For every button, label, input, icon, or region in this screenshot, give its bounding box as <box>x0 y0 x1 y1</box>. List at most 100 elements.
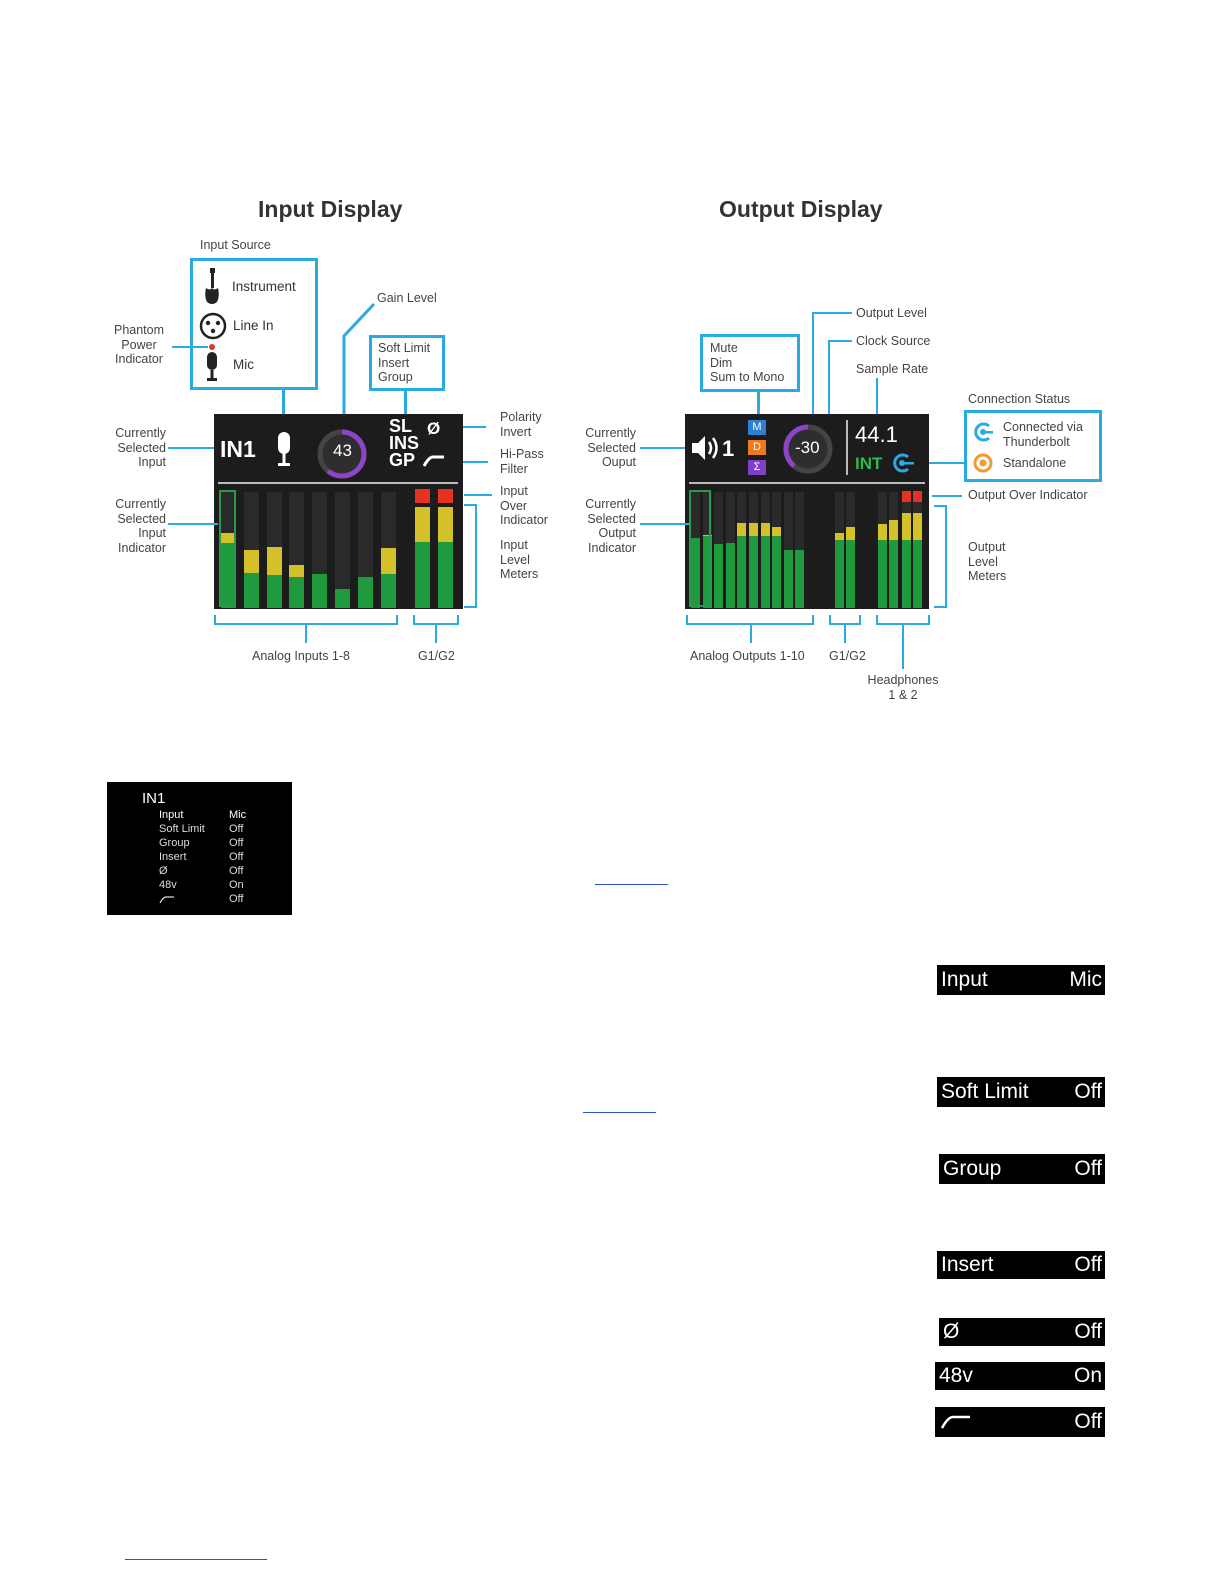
selected-input-label: Currently Selected Input <box>115 426 166 469</box>
output-over-label: Output Over Indicator <box>968 488 1088 502</box>
input-meter-level <box>266 574 282 608</box>
input-over-indicator <box>438 489 453 503</box>
output-level-value: -30 <box>795 438 820 457</box>
selected-output-outline <box>689 490 711 607</box>
phantom-power-label: Phantom Power Indicator <box>113 323 165 366</box>
menu-row-value: Mic <box>229 809 247 821</box>
output-meter-level <box>772 536 782 608</box>
connection-status-label: Connection Status <box>968 392 1071 406</box>
xlr-icon <box>199 312 227 340</box>
output-meter-level <box>725 543 735 608</box>
menu-row-value: Off <box>229 893 244 905</box>
analog-bracket-stem <box>305 623 307 643</box>
polarity-connector <box>446 426 486 428</box>
output-meter-peak <box>749 523 758 536</box>
headphone-meter-peak <box>913 512 922 540</box>
analog-bracket-r <box>396 615 398 625</box>
input-meter-level <box>380 574 396 608</box>
output-over-indicator <box>902 491 911 502</box>
mute-box <box>700 334 800 392</box>
g1g2-output-label: G1/G2 <box>829 649 866 663</box>
speaker-icon <box>692 436 718 460</box>
link-underline-2[interactable] <box>583 1112 656 1113</box>
analog-inputs-label: Analog Inputs 1-8 <box>252 649 350 663</box>
mute-dim-sum-labels: Mute Dim Sum to Mono <box>710 341 785 384</box>
output-meter-level <box>783 550 793 608</box>
g-bracket-r <box>457 615 459 625</box>
output-meter-level <box>714 544 724 608</box>
dim-badge: D <box>748 440 766 455</box>
sample-rate-value: 44.1 <box>855 422 898 447</box>
output-meter-peak <box>772 526 782 536</box>
input-meter-peak <box>266 546 282 575</box>
headphone-meter-level <box>902 540 911 608</box>
link-underline-1[interactable] <box>595 884 668 885</box>
output-over-indicator <box>913 491 922 502</box>
group-meter-peak <box>415 507 430 542</box>
gain-knob <box>317 429 367 479</box>
polarity-label: Polarity Invert <box>500 410 542 439</box>
menu-title: IN1 <box>142 790 166 807</box>
selected-output-indicator-connector <box>640 523 690 525</box>
output-meter-level <box>702 536 712 608</box>
output-level-h <box>812 312 852 314</box>
headphone-meter-peak <box>902 512 911 540</box>
analog-out-bracket-l <box>686 615 688 625</box>
source-mic-label: Mic <box>233 357 254 372</box>
input-meter-level <box>243 572 259 608</box>
input-meter-level <box>289 577 305 608</box>
input-source-title: Input Source <box>200 238 271 252</box>
headphone-meter-level <box>878 540 887 608</box>
output-meter-level <box>795 550 805 608</box>
mic-icon <box>207 352 217 381</box>
polarity-symbol: Ø <box>427 419 441 438</box>
input-screen: IN1 43 SL INS GP Ø <box>214 414 463 609</box>
output-bracket-bottom <box>934 606 946 608</box>
source-instrument-label: Instrument <box>232 279 296 294</box>
bar-hipass: Off <box>935 1407 1105 1437</box>
modes-connector <box>404 389 407 417</box>
menu-row-value: Off <box>229 865 244 877</box>
output-level-knob <box>783 424 833 474</box>
hipass-icon <box>423 455 444 467</box>
selected-output-connector <box>640 447 686 449</box>
mute-badge: M <box>748 420 766 435</box>
output-meter-peak <box>702 534 712 536</box>
meters-bracket-side <box>475 504 477 608</box>
clock-v <box>828 340 830 418</box>
g1g2-input-label: G1/G2 <box>418 649 455 663</box>
output-channel: 1 <box>722 436 735 461</box>
output-meter-level <box>749 536 758 608</box>
analog-out-bracket-r <box>812 615 814 625</box>
output-display-heading: Output Display <box>719 196 883 222</box>
gain-value: 43 <box>333 441 352 460</box>
menu-row-value: Off <box>229 851 244 863</box>
guitar-icon <box>205 268 219 304</box>
sum-badge: Σ <box>748 460 766 475</box>
hp-bracket-l <box>876 615 878 625</box>
menu-row-value: On <box>229 879 244 891</box>
output-meter-level <box>737 536 747 608</box>
menu-row-key: Group <box>159 837 190 849</box>
g-bracket-l <box>413 615 415 625</box>
link-underline-3[interactable] <box>125 1559 267 1560</box>
mode-indicators: SL INS GP <box>389 416 420 470</box>
hipass-connector <box>452 461 488 463</box>
screen-mic-icon <box>278 432 290 466</box>
mute-connector <box>757 390 760 418</box>
menu-row-key: Input <box>159 809 184 821</box>
thunderbolt-icon <box>974 422 993 442</box>
output-group-peak <box>846 526 855 540</box>
analog-bracket-l <box>214 615 216 625</box>
input-meter-peak <box>380 547 396 575</box>
input-source-box <box>190 258 318 390</box>
selected-input-outline <box>219 490 236 607</box>
modes-labels: Soft Limit Insert Group <box>378 341 431 384</box>
hp-stem <box>902 623 904 669</box>
output-group-level <box>835 540 844 608</box>
output-meter-peak <box>737 523 747 536</box>
